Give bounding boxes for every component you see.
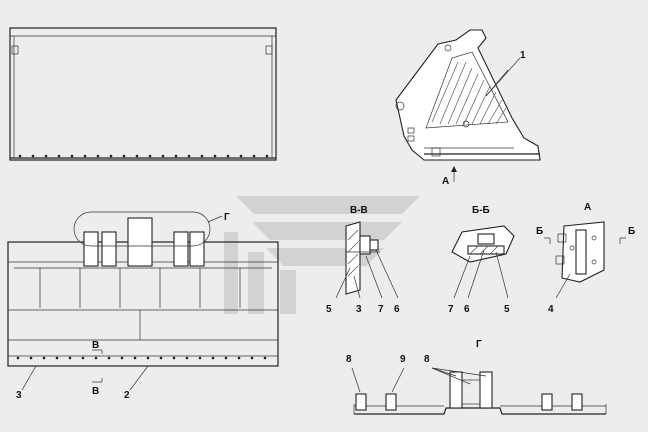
bucket-plan-view <box>7 217 279 367</box>
section-vv: В-В 5 3 7 6 <box>326 205 400 315</box>
view-g-callout-outline: Г <box>73 211 230 247</box>
callout-3-label: 3 <box>16 390 22 401</box>
view-g: Г 8 9 8 <box>346 339 607 415</box>
section-v-marker-top: В <box>92 340 99 351</box>
view-a-arrow-label: А <box>442 176 449 187</box>
section-v-marker-bottom: В <box>92 386 99 397</box>
view-a-arrow: А <box>442 166 457 187</box>
bucket-front-view-top <box>9 27 277 161</box>
callout-2: 2 <box>124 365 149 401</box>
vv-label-6: 6 <box>394 304 400 315</box>
bb-label-7: 7 <box>448 304 454 315</box>
g-label-8-right: 8 <box>424 354 430 365</box>
vv-label-7: 7 <box>378 304 384 315</box>
section-vv-title: В-В <box>350 205 368 216</box>
callout-3: 3 <box>16 365 37 401</box>
vv-label-5: 5 <box>326 304 332 315</box>
bolt-row-top <box>18 154 269 158</box>
watermark-logo <box>224 196 420 314</box>
bb-label-5: 5 <box>504 304 510 315</box>
callout-1-label: 1 <box>520 50 526 61</box>
section-bb-title: Б-Б <box>472 205 490 216</box>
section-bb: Б-Б 7 6 5 <box>448 205 515 315</box>
hatched-panel <box>431 61 507 125</box>
callout-2-label: 2 <box>124 390 130 401</box>
cut-b-left: Б <box>536 226 543 237</box>
g-label-9: 9 <box>400 354 406 365</box>
view-g-title: Г <box>476 339 482 350</box>
section-v-markers: В В <box>92 340 103 397</box>
view-a: А Б Б 4 <box>536 202 635 315</box>
bucket-side-view <box>395 29 541 161</box>
callout-1: 1 <box>485 50 526 97</box>
a-label-4: 4 <box>548 304 554 315</box>
view-g-marker: Г <box>224 212 230 223</box>
cut-b-right: Б <box>628 226 635 237</box>
view-a-title: А <box>584 202 591 213</box>
bolt-row-bottom <box>16 356 267 360</box>
g-label-8-left: 8 <box>346 354 352 365</box>
vv-label-3: 3 <box>356 304 362 315</box>
bb-label-6: 6 <box>464 304 470 315</box>
